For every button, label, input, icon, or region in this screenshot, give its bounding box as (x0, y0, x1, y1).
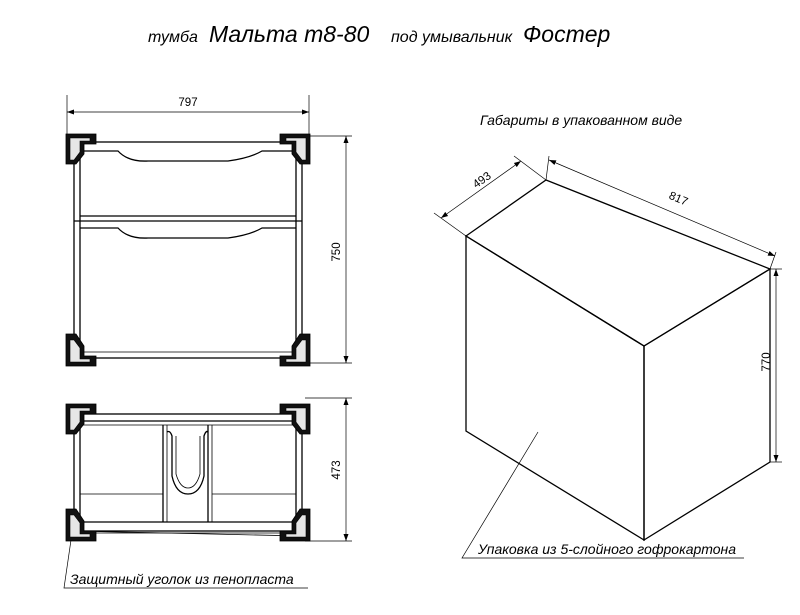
package-depth-dim-line (440, 160, 522, 219)
package-view: Габариты в упакованном виде 493 817 770 … (433, 112, 782, 559)
foam-corner-bottom-left (65, 333, 97, 367)
package-box-top-face (464, 179, 772, 347)
package-depth-ext-2 (513, 155, 547, 181)
title-sink: Фостер (523, 21, 611, 47)
top-view: 473 (65, 397, 352, 542)
corner-note-text: Защитный уголок из пенопласта (70, 571, 294, 587)
foam-corner-top-view-br (279, 508, 311, 542)
front-width-label: 797 (178, 97, 197, 109)
foam-corner-top-left (65, 133, 97, 165)
upper-drawer-top-edge (80, 150, 296, 162)
package-height-label: 770 (761, 352, 773, 371)
foam-corner-top-view-tr (279, 403, 311, 435)
foam-corner-top-right (279, 133, 311, 165)
package-width-dim-line (548, 159, 776, 257)
foam-corner-bottom-right (279, 333, 311, 367)
title-prefix: тумба (148, 29, 198, 46)
package-depth-ext-1 (433, 212, 467, 237)
box-note-text: Упаковка из 5-слойного гофрокартона (477, 541, 736, 557)
foam-corner-top-view-bl (65, 508, 97, 542)
package-box-side-face (643, 267, 771, 542)
title: тумба Мальта т8-80 под умывальник Фостер (148, 21, 611, 47)
siphon-cutout-inner (175, 436, 201, 489)
title-model: Мальта т8-80 (209, 21, 370, 47)
package-box-front-face (465, 234, 645, 542)
corner-note: Защитный уголок из пенопласта (63, 539, 308, 589)
package-depth-label: 493 (471, 170, 494, 191)
front-height-label: 750 (331, 242, 343, 261)
siphon-cutout (166, 430, 209, 495)
top-front-edge (73, 530, 303, 537)
top-cabinet-outline (73, 413, 303, 532)
title-middle: под умывальник (391, 29, 514, 46)
package-heading: Габариты в упакованном виде (480, 112, 682, 128)
corner-note-leader (63, 539, 308, 589)
front-view: 797 750 (65, 95, 352, 367)
front-cabinet-outline (73, 141, 303, 359)
lower-drawer-top-edge (80, 227, 296, 239)
top-depth-label: 473 (331, 460, 343, 479)
box-note-leader (461, 431, 744, 559)
foam-corner-top-view-tl (65, 403, 97, 435)
package-width-ext-2 (769, 251, 777, 270)
package-width-ext-1 (545, 155, 550, 181)
package-width-label: 817 (667, 190, 689, 209)
